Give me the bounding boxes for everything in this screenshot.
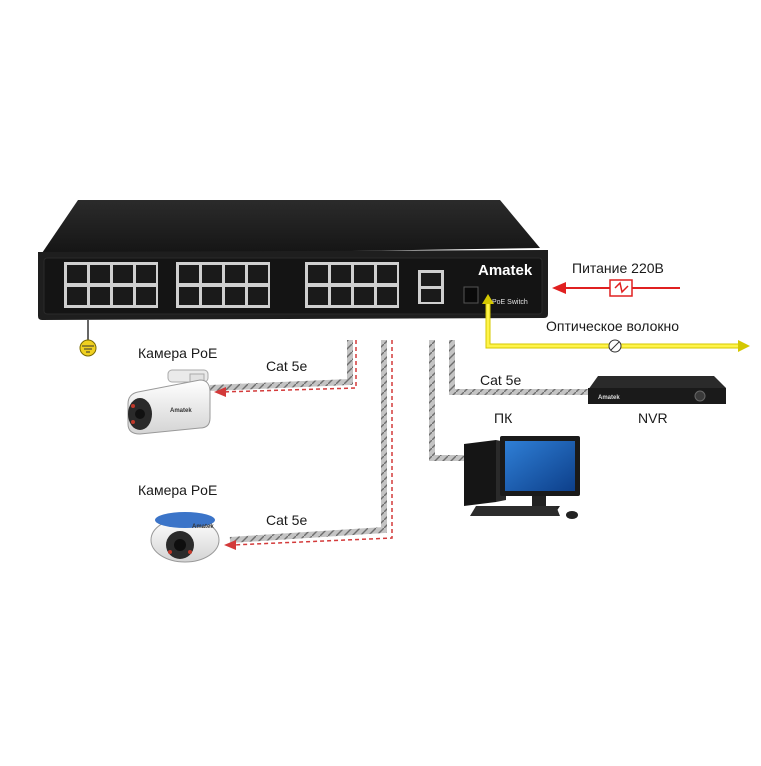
cable-top-label: Cat 5e — [266, 358, 308, 374]
fiber-line — [482, 294, 750, 353]
rj45-port — [90, 287, 110, 305]
dome-camera: Amatek — [150, 512, 220, 563]
rj45-port — [113, 287, 133, 305]
rj45-port — [113, 265, 133, 283]
rj45-port — [377, 287, 397, 305]
rj45-port — [248, 265, 268, 283]
rj45-port — [179, 265, 199, 283]
rj45-port — [225, 287, 245, 305]
camera-bottom-label: Камера PoE — [138, 482, 218, 498]
cable-camera-top — [209, 340, 353, 391]
poe-switch: Amatek PoE Switch — [38, 200, 548, 320]
rj45-port — [354, 265, 374, 283]
rj45-port — [67, 287, 87, 305]
dip-switch[interactable] — [463, 286, 479, 304]
cable-camera-bottom — [229, 340, 387, 543]
switch-brand-logo: Amatek — [478, 262, 533, 279]
uplink-port — [421, 289, 441, 302]
rj45-port — [179, 287, 199, 305]
switch-model-label: PoE Switch — [492, 299, 528, 306]
rj45-port — [136, 287, 156, 305]
rj45-port — [308, 287, 328, 305]
power-label: Питание 220В — [572, 260, 664, 276]
rj45-port — [202, 265, 222, 283]
rj45-port — [248, 287, 268, 305]
cable-nvr-label: Cat 5e — [480, 372, 522, 388]
cable-nvr — [449, 340, 590, 395]
nvr-label: NVR — [638, 410, 668, 426]
rj45-port — [225, 265, 245, 283]
rj45-port — [331, 265, 351, 283]
rj45-port — [136, 265, 156, 283]
power-line — [552, 279, 680, 297]
pc-label: ПК — [494, 410, 513, 426]
rj45-port — [308, 265, 328, 283]
pc-computer — [464, 436, 580, 519]
rj45-port — [67, 265, 87, 283]
rj45-port — [331, 287, 351, 305]
uplink-port — [421, 273, 441, 286]
bullet-camera: Amatek — [127, 369, 211, 435]
rj45-port — [202, 287, 222, 305]
fiber-label: Оптическое волокно — [546, 318, 680, 334]
nvr-brand: Amatek — [598, 395, 620, 401]
cable-bottom-label: Cat 5e — [266, 512, 308, 528]
rj45-port — [90, 265, 110, 283]
camera-top-label: Камера PoE — [138, 345, 218, 361]
ground-icon — [79, 320, 97, 357]
camera-bottom-brand: Amatek — [192, 524, 214, 530]
rj45-port — [354, 287, 374, 305]
nvr-recorder: Amatek — [588, 376, 726, 404]
camera-top-brand: Amatek — [170, 408, 192, 414]
cable-pc — [429, 340, 470, 461]
rj45-port — [377, 265, 397, 283]
